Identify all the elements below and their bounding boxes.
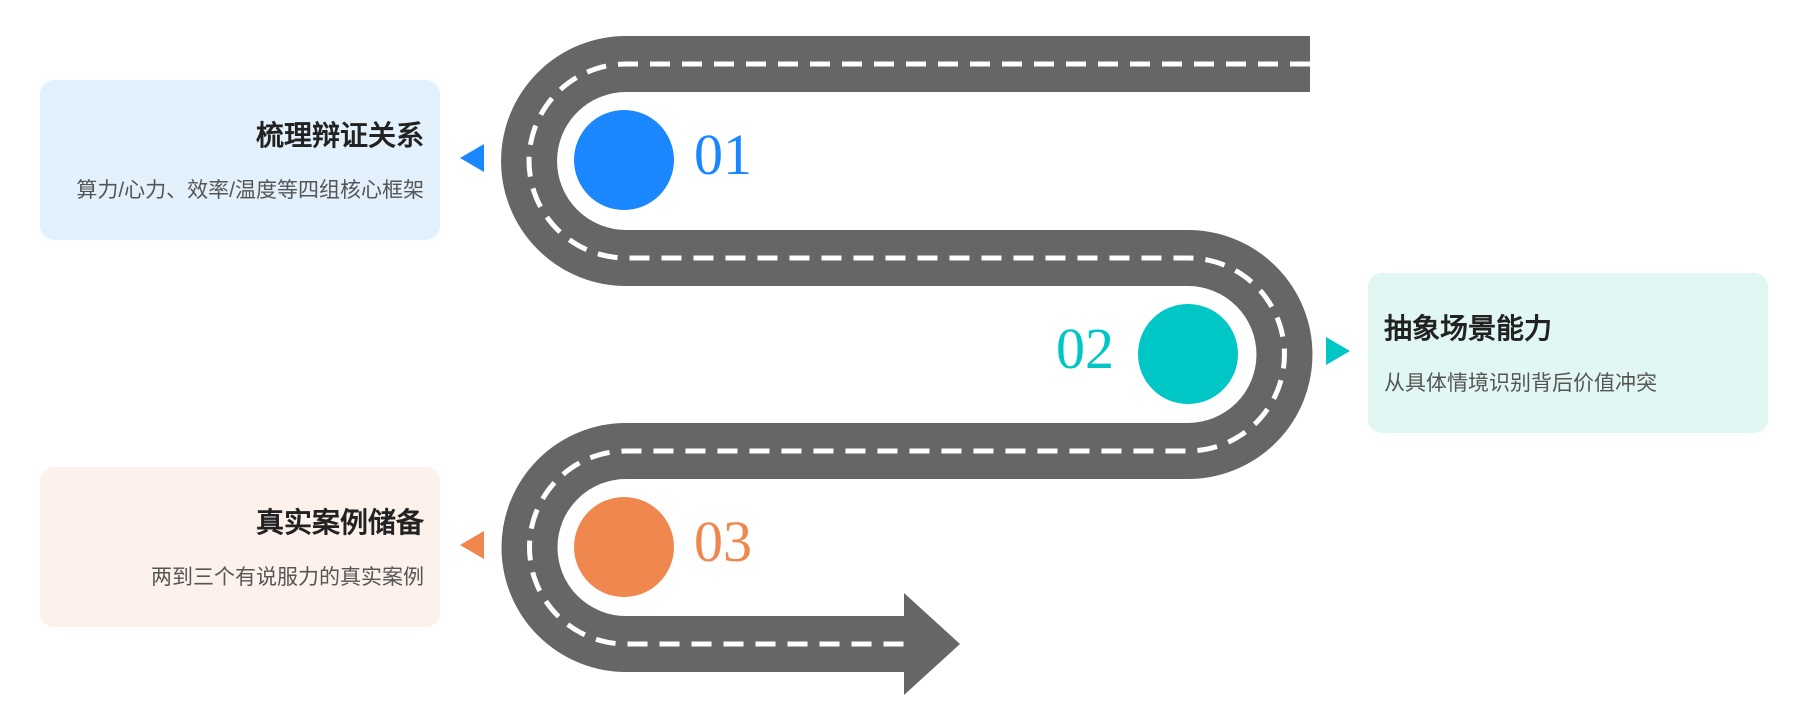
step-number-01: 01 (694, 122, 752, 187)
road-arrow-head (904, 593, 960, 695)
pointer-triangle-03 (460, 531, 484, 559)
pointer-triangle-02 (1326, 337, 1350, 365)
step-description-03: 两到三个有说服力的真实案例 (151, 566, 424, 589)
step-title-02: 抽象场景能力 (1384, 313, 1553, 344)
step-description-02: 从具体情境识别背后价值冲突 (1384, 372, 1657, 395)
step-circle-02 (1138, 304, 1238, 404)
step-number-02: 02 (1056, 316, 1114, 381)
step-title-03: 真实案例储备 (255, 507, 424, 538)
step-circle-01 (574, 110, 674, 210)
pointer-triangle-01 (460, 144, 484, 172)
step-description-01: 算力/心力、效率/温度等四组核心框架 (76, 179, 424, 202)
step-number-03: 03 (694, 509, 752, 574)
step-card-03: 真实案例储备 两到三个有说服力的真实案例 (40, 467, 440, 627)
step-card-01: 梳理辩证关系 算力/心力、效率/温度等四组核心框架 (40, 80, 440, 240)
road-center-dashes (526, 61, 1310, 647)
step-circle-03 (574, 497, 674, 597)
step-title-01: 梳理辩证关系 (255, 120, 424, 151)
step-card-02: 抽象场景能力 从具体情境识别背后价值冲突 (1368, 273, 1768, 433)
